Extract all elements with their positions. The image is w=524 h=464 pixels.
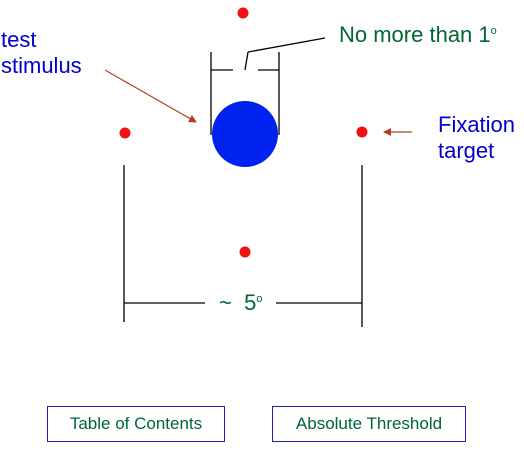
max-size-text: No more than 1 [339, 22, 491, 47]
test-stimulus-label-line1: test [1, 27, 37, 52]
separation-bracket [123, 165, 363, 327]
fixation-dot-left [119, 127, 131, 139]
test-stimulus-label: test stimulus [1, 27, 82, 79]
fixation-dot-bottom [239, 246, 251, 258]
test-stimulus-disk [212, 101, 278, 167]
max-size-label: No more than 1o [339, 22, 497, 48]
fixation-target-label: Fixation target [438, 112, 515, 164]
stimulus-size-bracket [210, 37, 326, 135]
table-of-contents-button[interactable]: Table of Contents [47, 406, 225, 442]
fixation-label-line2: target [438, 138, 495, 163]
fixation-dot-right [356, 126, 368, 138]
separation-label: ~ 5o [219, 290, 262, 316]
separation-text: ~ 5 [219, 290, 257, 315]
fixation-label-line1: Fixation [438, 112, 516, 137]
degree-symbol: o [490, 25, 497, 37]
test-stimulus-label-line2: stimulus [1, 53, 82, 78]
fixation-dot-top [237, 7, 249, 19]
absolute-threshold-button[interactable]: Absolute Threshold [272, 406, 466, 442]
degree-symbol: o [256, 293, 263, 305]
table-of-contents-label: Table of Contents [69, 414, 203, 433]
test-stimulus-arrow [104, 69, 197, 123]
absolute-threshold-label: Absolute Threshold [295, 414, 443, 433]
